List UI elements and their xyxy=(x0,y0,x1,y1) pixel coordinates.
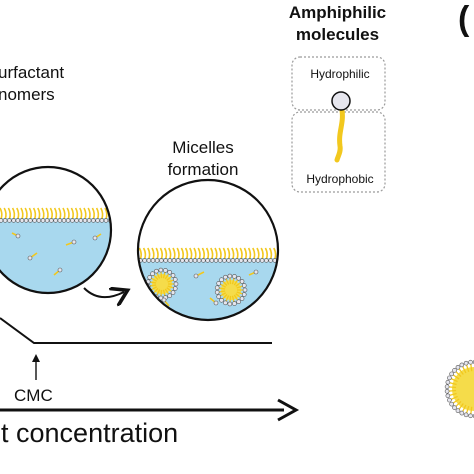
tension-curve xyxy=(0,317,272,344)
concentration-label: nt concentration xyxy=(0,418,179,448)
micelle-edge xyxy=(444,359,474,419)
surfactant-line2: nomers xyxy=(0,85,55,104)
micelle-circle xyxy=(136,178,280,322)
hydrophilic-label: Hydrophilic xyxy=(310,67,370,81)
hydrophobic-box xyxy=(291,111,386,193)
micelles-line2: formation xyxy=(167,160,239,179)
micelles-formation-label: Micelles formation xyxy=(158,137,248,181)
amphiphilic-molecule-icon xyxy=(331,91,351,163)
monomer-circle xyxy=(0,165,113,295)
amphiphilic-line1: Amphiphilic xyxy=(288,3,387,22)
surfactant-line1: urfactant xyxy=(0,63,65,82)
amphiphilic-title: Amphiphilic molecules xyxy=(270,2,405,46)
surfactant-monomers-label: urfactant nomers xyxy=(0,62,64,106)
hydrophobic-label: Hydrophobic xyxy=(306,172,374,186)
amphiphilic-line2: molecules xyxy=(295,25,380,44)
panel-paren: ( xyxy=(458,0,470,38)
micelles-line1: Micelles xyxy=(172,138,234,157)
cmc-label: CMC xyxy=(14,386,53,405)
curved-arrow-icon xyxy=(83,288,124,297)
